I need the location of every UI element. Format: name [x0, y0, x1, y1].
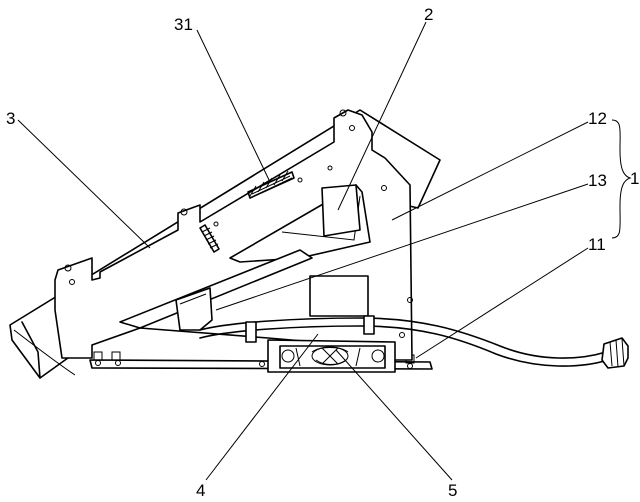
bracket-13	[175, 287, 213, 331]
label-13: 13	[588, 171, 607, 190]
label-31: 31	[174, 15, 193, 34]
leader-lines	[17, 21, 632, 481]
label-2: 2	[424, 5, 433, 24]
brace-1	[611, 119, 632, 239]
label-4: 4	[196, 481, 205, 500]
leader-11	[415, 247, 589, 359]
frame-bracket-12	[54, 109, 413, 361]
leader-2	[337, 21, 427, 211]
vent-slot-31	[247, 170, 295, 199]
label-5: 5	[448, 481, 457, 500]
vent-slot-lower	[199, 224, 220, 253]
label-11: 11	[588, 235, 606, 254]
label-1: 1	[630, 169, 639, 188]
leader-4	[205, 333, 319, 481]
leader-12	[391, 121, 589, 221]
fan-unit	[267, 339, 396, 373]
leader-31	[196, 29, 271, 183]
label-12: 12	[588, 109, 607, 128]
block-2	[321, 184, 361, 237]
leader-5	[335, 349, 453, 481]
center-box	[309, 275, 369, 317]
leader-13	[215, 183, 589, 311]
hose-connector	[601, 337, 629, 369]
hose-11	[199, 315, 609, 367]
leader-3	[17, 119, 151, 249]
label-3: 3	[6, 109, 15, 128]
reference-labels: 31 2 3 12 13 11 1 4 5	[6, 5, 639, 500]
